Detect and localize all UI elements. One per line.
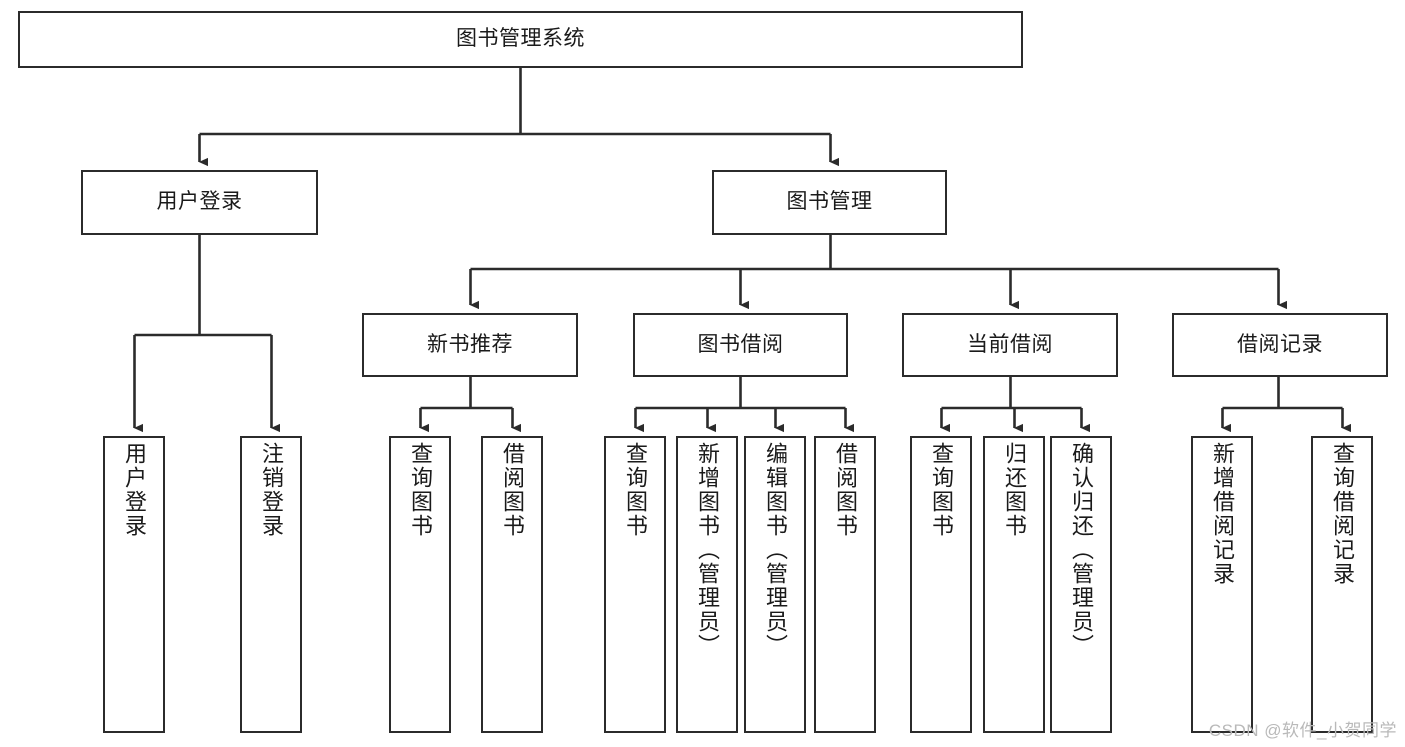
node-leaf-5[interactable]: 查询图书 bbox=[604, 436, 666, 733]
node-leaf-9-label: 查询图书 bbox=[929, 442, 954, 538]
node-level2-2[interactable]: 图书借阅 bbox=[633, 313, 848, 377]
node-level2-3[interactable]: 当前借阅 bbox=[902, 313, 1118, 377]
node-leaf-5-label: 查询图书 bbox=[623, 442, 648, 538]
node-leaf-8[interactable]: 借阅图书 bbox=[814, 436, 876, 733]
node-leaf-9[interactable]: 查询图书 bbox=[910, 436, 972, 733]
node-leaf-13-label: 查询借阅记录 bbox=[1330, 442, 1355, 586]
node-leaf-7-label: 编辑图书（管理员） bbox=[763, 442, 788, 658]
node-level2-1[interactable]: 新书推荐 bbox=[362, 313, 578, 377]
node-level2-3-label: 当前借阅 bbox=[967, 332, 1053, 356]
node-level1-1-label: 用户登录 bbox=[156, 190, 243, 214]
node-root-label: 图书管理系统 bbox=[456, 27, 585, 51]
node-leaf-11-label: 确认归还（管理员） bbox=[1069, 442, 1094, 658]
node-level2-4[interactable]: 借阅记录 bbox=[1172, 313, 1388, 377]
node-level1-2[interactable]: 图书管理 bbox=[712, 170, 947, 235]
node-leaf-10[interactable]: 归还图书 bbox=[983, 436, 1045, 733]
node-leaf-13[interactable]: 查询借阅记录 bbox=[1311, 436, 1373, 733]
node-leaf-4-label: 借阅图书 bbox=[500, 442, 525, 538]
watermark: CSDN @软件_小贺同学 bbox=[1208, 721, 1397, 740]
node-leaf-7[interactable]: 编辑图书（管理员） bbox=[744, 436, 806, 733]
node-leaf-2-label: 注销登录 bbox=[259, 442, 284, 538]
node-leaf-12-label: 新增借阅记录 bbox=[1210, 442, 1235, 586]
node-leaf-3[interactable]: 查询图书 bbox=[389, 436, 451, 733]
node-level2-4-label: 借阅记录 bbox=[1237, 332, 1323, 356]
node-leaf-2[interactable]: 注销登录 bbox=[240, 436, 302, 733]
node-leaf-4[interactable]: 借阅图书 bbox=[481, 436, 543, 733]
node-leaf-10-label: 归还图书 bbox=[1002, 442, 1027, 538]
node-level2-2-label: 图书借阅 bbox=[697, 332, 784, 356]
node-root[interactable]: 图书管理系统 bbox=[18, 11, 1023, 68]
node-leaf-6-label: 新增图书（管理员） bbox=[695, 442, 720, 658]
node-leaf-1[interactable]: 用户登录 bbox=[103, 436, 165, 733]
node-level2-1-label: 新书推荐 bbox=[427, 332, 513, 356]
node-level1-2-label: 图书管理 bbox=[786, 190, 873, 214]
node-leaf-11[interactable]: 确认归还（管理员） bbox=[1050, 436, 1112, 733]
node-leaf-6[interactable]: 新增图书（管理员） bbox=[676, 436, 738, 733]
node-level1-1[interactable]: 用户登录 bbox=[81, 170, 318, 235]
node-leaf-3-label: 查询图书 bbox=[408, 442, 433, 538]
node-leaf-12[interactable]: 新增借阅记录 bbox=[1191, 436, 1253, 733]
node-leaf-1-label: 用户登录 bbox=[122, 442, 147, 538]
node-leaf-8-label: 借阅图书 bbox=[833, 442, 858, 538]
